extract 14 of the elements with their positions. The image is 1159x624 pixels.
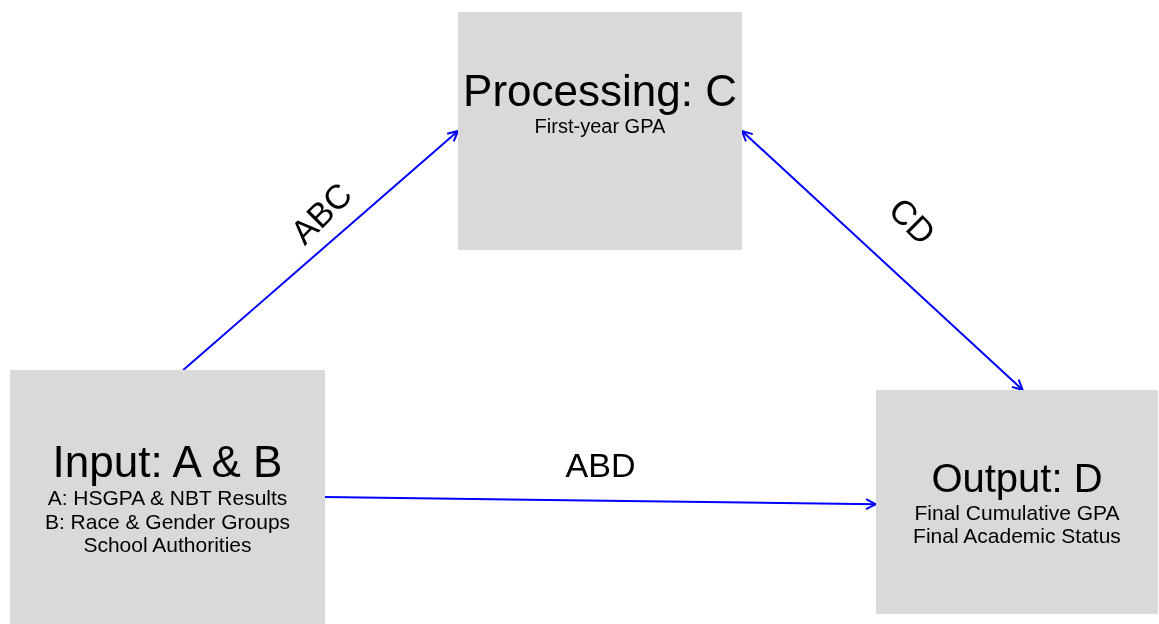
box-text: A: HSGPA & NBT Results xyxy=(47,486,288,510)
box-heading: Input: A & B xyxy=(52,437,283,487)
box-text: Final Academic Status xyxy=(913,524,1121,548)
arrow xyxy=(741,130,1024,391)
box-text: School Authorities xyxy=(83,533,252,557)
process-box xyxy=(10,370,325,624)
process-box xyxy=(876,390,1158,614)
box-heading: Output: D xyxy=(931,456,1103,501)
arrow xyxy=(182,130,459,371)
box-text: First-year GPA xyxy=(534,115,666,138)
box-text: B: Race & Gender Groups xyxy=(44,509,291,534)
arrow xyxy=(324,496,877,511)
process-box xyxy=(458,12,742,250)
box-text: Final Cumulative GPA xyxy=(914,500,1120,525)
